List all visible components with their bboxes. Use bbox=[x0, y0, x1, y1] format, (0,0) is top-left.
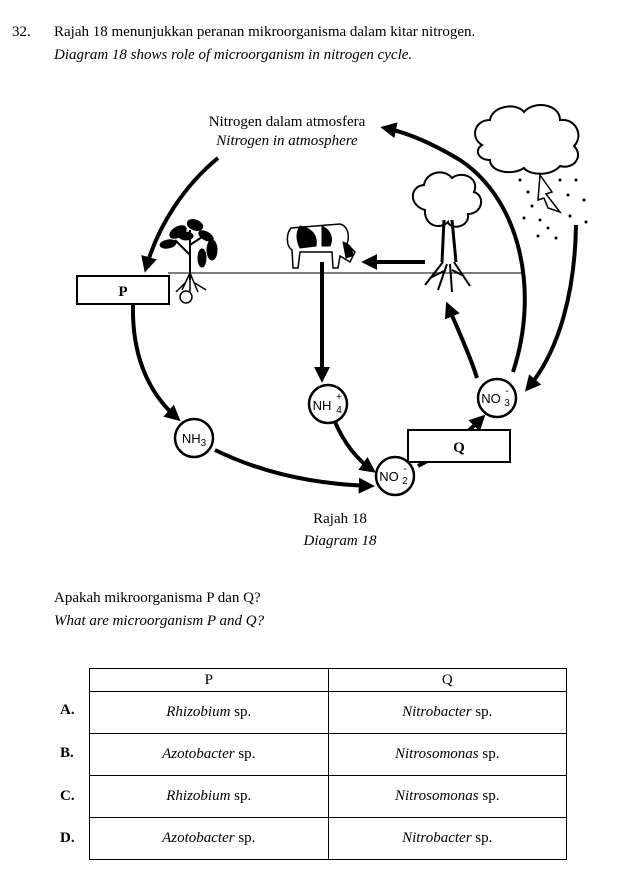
no2-superscript: - bbox=[403, 464, 406, 475]
arrow-nh4-to-no2 bbox=[333, 421, 376, 473]
question-text-malay: Rajah 18 menunjukkan peranan mikroorgani… bbox=[54, 24, 476, 40]
option-d-label[interactable]: D. bbox=[60, 830, 75, 846]
rain-cloud-icon bbox=[474, 104, 580, 175]
option-b-label[interactable]: B. bbox=[60, 745, 74, 761]
cell-q-c: Nitrosomonas sp. bbox=[327, 775, 567, 818]
arrow-lightning-to-no3 bbox=[524, 224, 578, 392]
table-row-a[interactable]: Rhizobium sp. Nitrobacter sp. bbox=[89, 691, 567, 734]
prompt-malay: Apakah mikroorganisma P dan Q? bbox=[54, 590, 261, 606]
no3-superscript: - bbox=[505, 386, 508, 397]
nh3-node bbox=[173, 417, 215, 459]
no3-subscript: 3 bbox=[504, 398, 510, 409]
tree-icon bbox=[411, 171, 483, 293]
arrow-no3-to-plant bbox=[444, 301, 479, 379]
nh4-label: NH bbox=[313, 398, 332, 413]
table-row-d[interactable]: Azotobacter sp. Nitrobacter sp. bbox=[89, 817, 567, 860]
cell-p-b: Azotobacter sp. bbox=[89, 733, 329, 776]
option-a-label[interactable]: A. bbox=[60, 702, 75, 718]
cell-p-c: Rhizobium sp. bbox=[89, 775, 329, 818]
box-q bbox=[407, 429, 511, 463]
option-c-label[interactable]: C. bbox=[60, 788, 75, 804]
cell-q-b: Nitrosomonas sp. bbox=[327, 733, 567, 776]
box-p-label: P bbox=[118, 284, 127, 300]
no3-node bbox=[476, 377, 518, 419]
nh4-node bbox=[307, 383, 349, 425]
cow-icon bbox=[286, 223, 356, 269]
question-number: 32. bbox=[12, 24, 31, 40]
box-p bbox=[76, 275, 170, 305]
no2-label: NO bbox=[379, 469, 399, 484]
cell-p-d: Azotobacter sp. bbox=[89, 817, 329, 860]
cell-p-a: Rhizobium sp. bbox=[89, 691, 329, 734]
diagram-caption-english: Diagram 18 bbox=[303, 533, 377, 549]
arrow-atmosphere-to-p bbox=[141, 156, 220, 273]
nitrogen-cycle-diagram: Nitrogen dalam atmosfera Nitrogen in atm… bbox=[76, 104, 588, 549]
table-row-b[interactable]: Azotobacter sp. Nitrosomonas sp. bbox=[89, 733, 567, 776]
lightning-icon bbox=[537, 172, 563, 214]
atmosphere-label-malay: Nitrogen dalam atmosfera bbox=[209, 114, 366, 130]
prompt-english: What are microorganism P and Q? bbox=[54, 613, 265, 629]
nh3-label: NH3 bbox=[182, 431, 207, 449]
no2-node bbox=[374, 455, 416, 497]
atmosphere-label-english: Nitrogen in atmosphere bbox=[215, 133, 358, 149]
nh4-superscript: + bbox=[336, 392, 342, 403]
cell-q-d: Nitrobacter sp. bbox=[327, 817, 567, 860]
cell-q-a: Nitrobacter sp. bbox=[327, 691, 567, 734]
question-text-english: Diagram 18 shows role of microorganism i… bbox=[54, 47, 413, 63]
arrow-nh3-to-no2 bbox=[214, 448, 375, 494]
diagram-caption-malay: Rajah 18 bbox=[313, 511, 367, 527]
legume-plant-icon bbox=[159, 219, 218, 304]
rain-drops bbox=[518, 178, 588, 240]
answer-table: P Q Rhizobium sp. Nitrobacter sp. Azotob… bbox=[89, 668, 567, 860]
box-q-label: Q bbox=[453, 440, 465, 456]
no2-subscript: 2 bbox=[402, 476, 408, 487]
header-q: Q bbox=[327, 668, 567, 692]
arrow-p-to-nh3 bbox=[130, 304, 181, 422]
table-row-c[interactable]: Rhizobium sp. Nitrosomonas sp. bbox=[89, 775, 567, 818]
arrow-no3-to-atmosphere bbox=[380, 122, 527, 373]
nh4-subscript: 4 bbox=[336, 405, 342, 416]
no3-label: NO bbox=[481, 391, 501, 406]
header-p: P bbox=[89, 668, 329, 692]
table-header-row: P Q bbox=[89, 668, 567, 692]
